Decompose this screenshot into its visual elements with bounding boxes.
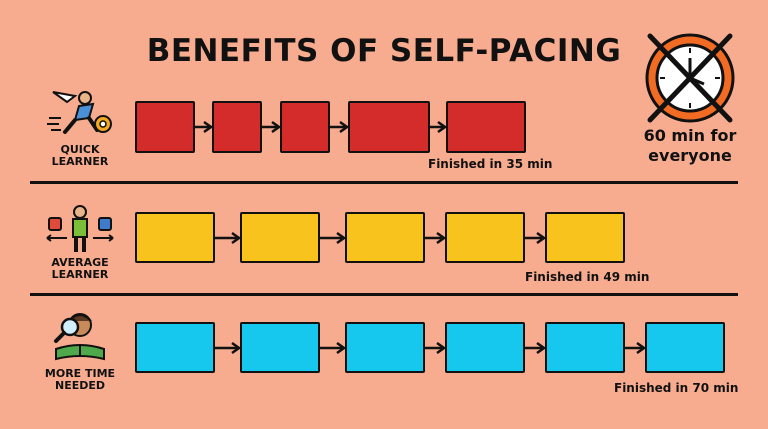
- row-label-line1: MORE TIME: [44, 367, 116, 380]
- row-label-line1: AVERAGE: [51, 256, 109, 269]
- more-step-box: [345, 322, 425, 373]
- finish-time-more-time: Finished in 70 min: [614, 381, 739, 395]
- step-arrow-icon: [425, 341, 445, 354]
- clock-caption-line1: 60 min for: [643, 126, 737, 145]
- step-arrow-icon: [195, 120, 212, 134]
- more-step-box: [645, 322, 725, 373]
- row-label-quick: QUICK LEARNER: [30, 144, 130, 168]
- clock-caption-line2: everyone: [648, 146, 732, 165]
- finish-time-quick: Finished in 35 min: [428, 157, 553, 171]
- row-divider: [30, 181, 738, 184]
- step-arrow-icon: [625, 341, 645, 354]
- more-step-box: [240, 322, 320, 373]
- quick-step-box: [348, 101, 430, 153]
- step-arrow-icon: [525, 341, 545, 354]
- row-label-line2: NEEDED: [54, 379, 105, 392]
- average-step-box: [545, 212, 625, 263]
- step-arrow-icon: [330, 120, 348, 134]
- quick-step-box: [446, 101, 526, 153]
- step-arrow-icon: [262, 120, 280, 134]
- page-title: BENEFITS OF SELF-PACING: [146, 33, 622, 69]
- row-divider: [30, 293, 738, 296]
- average-step-box: [240, 212, 320, 263]
- average-step-box: [135, 212, 215, 263]
- row-label-average: AVERAGE LEARNER: [30, 257, 130, 281]
- row-label-line1: QUICK: [60, 143, 100, 156]
- step-arrow-icon: [215, 341, 240, 354]
- step-arrow-icon: [320, 341, 345, 354]
- quick-step-box: [212, 101, 262, 153]
- more-step-box: [135, 322, 215, 373]
- more-step-box: [545, 322, 625, 373]
- step-arrow-icon: [430, 120, 446, 134]
- crossed-out-clock-icon: [640, 28, 740, 128]
- more-step-box: [445, 322, 525, 373]
- row-label-line2: LEARNER: [51, 155, 109, 168]
- step-arrow-icon: [525, 231, 545, 244]
- step-arrow-icon: [425, 231, 445, 244]
- student-with-backpack-icon: [45, 204, 115, 258]
- row-label-line2: LEARNER: [51, 268, 109, 281]
- row-label-more-time: MORE TIME NEEDED: [30, 368, 130, 392]
- clock-caption: 60 min for everyone: [612, 126, 768, 166]
- reader-with-magnifying-glass-icon: [50, 309, 110, 367]
- quick-step-box: [280, 101, 330, 153]
- step-arrow-icon: [215, 231, 240, 244]
- finish-time-average: Finished in 49 min: [525, 270, 650, 284]
- quick-step-box: [135, 101, 195, 153]
- running-flying-learner-with-gear-icon: [45, 88, 115, 144]
- step-arrow-icon: [320, 231, 345, 244]
- average-step-box: [345, 212, 425, 263]
- average-step-box: [445, 212, 525, 263]
